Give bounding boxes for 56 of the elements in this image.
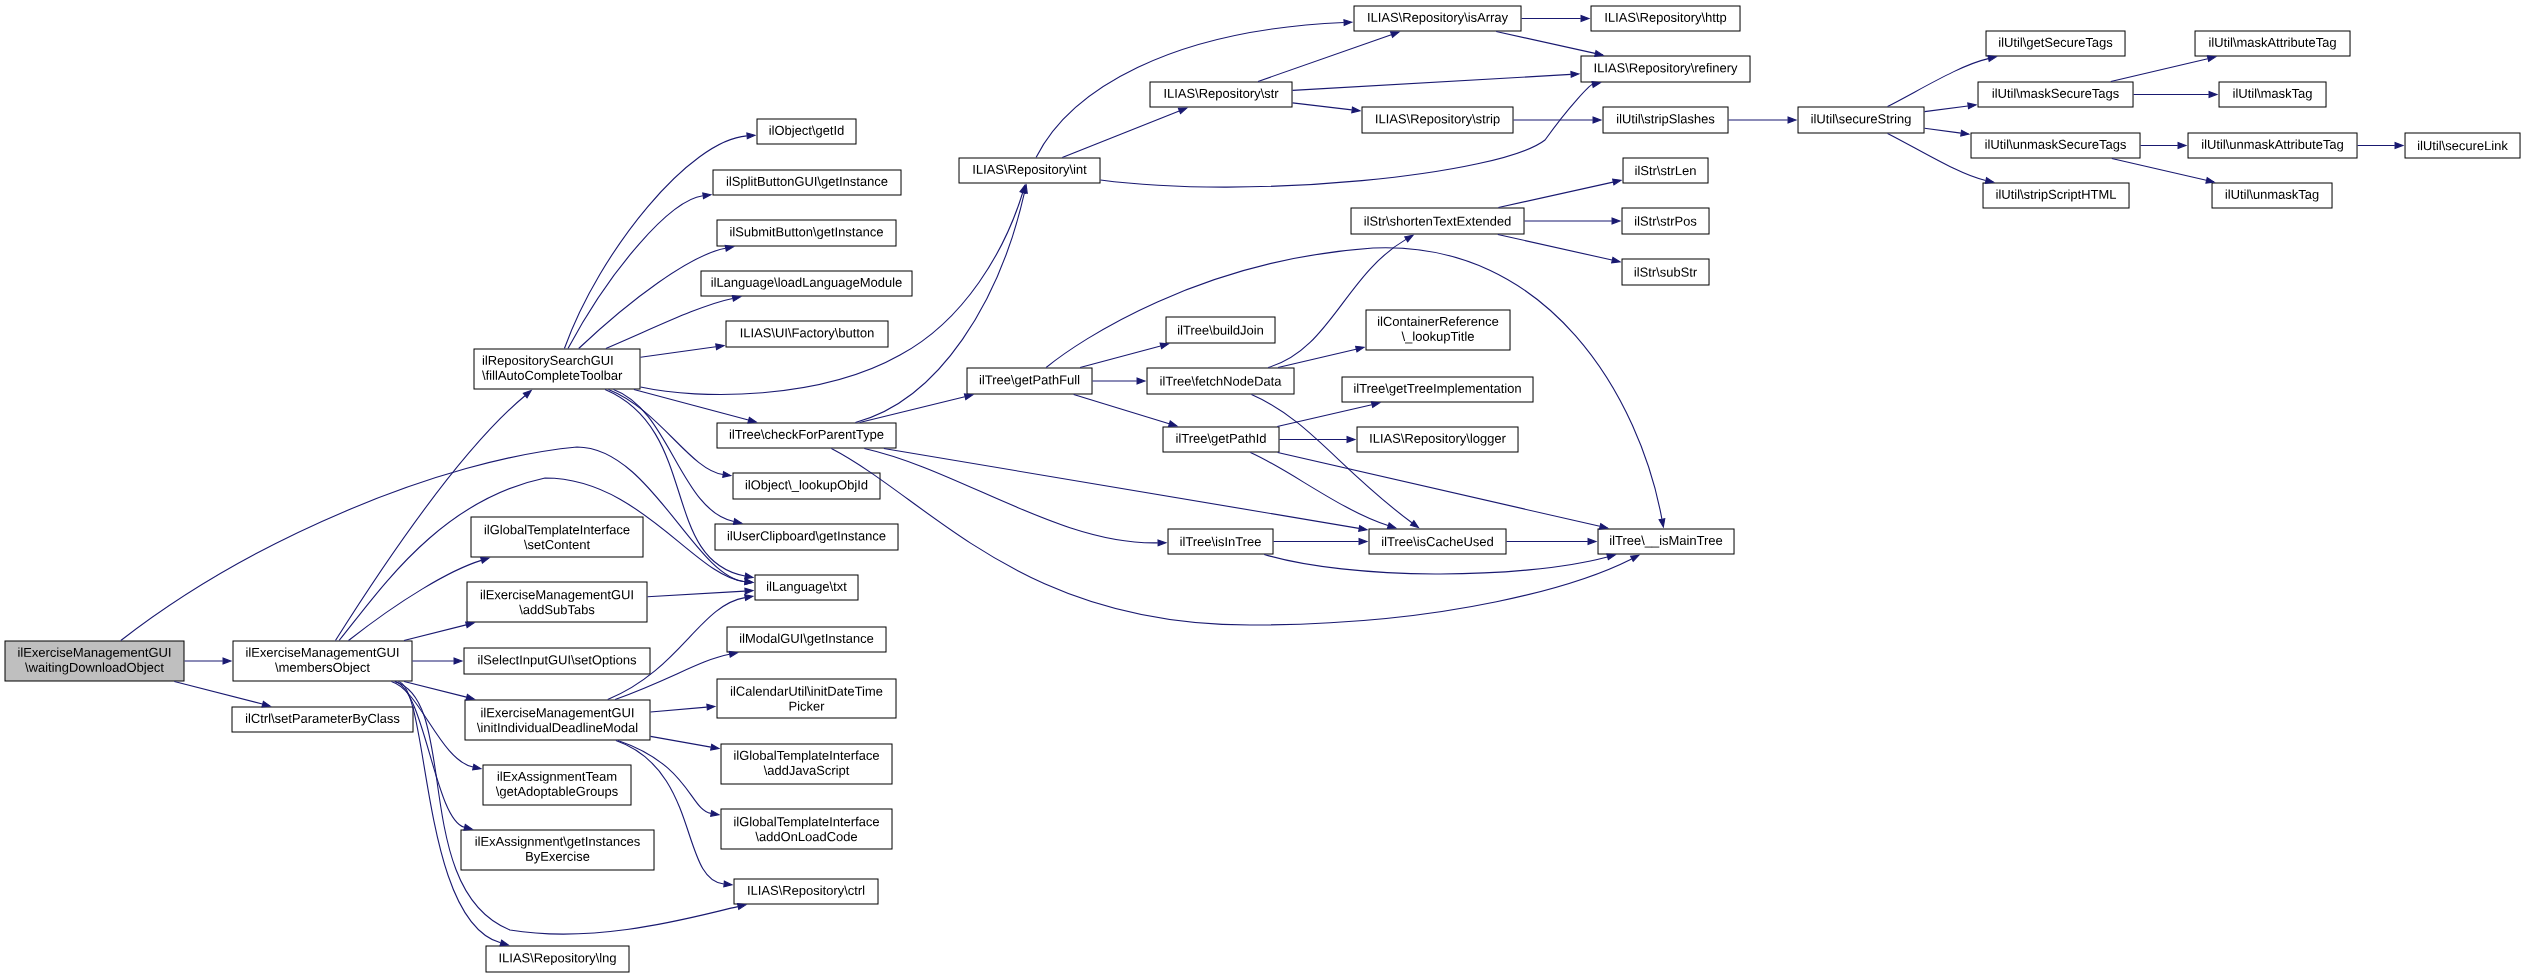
function-box: ilLanguage\txt [754, 574, 859, 601]
function-box: ilTree\checkForParentType [716, 422, 897, 449]
function-box: ilCalendarUtil\initDateTime Picker [716, 678, 897, 719]
function-box: ilTree\getTreeImplementation [1341, 376, 1534, 403]
function-box: ilTree\getPathFull [966, 367, 1093, 395]
function-box: ILIAS\UI\Factory\button [725, 320, 889, 348]
function-box: ilTree\buildJoin [1165, 316, 1276, 344]
function-box: ilUtil\getSecureTags [1985, 30, 2126, 57]
function-box: ILIAS\Repository\isArray [1353, 5, 1522, 32]
function-box: ilUtil\unmaskSecureTags [1970, 132, 2141, 159]
function-box: ilExerciseManagementGUI \waitingDownloadObject [4, 640, 185, 682]
function-box: ilUtil\secureLink [2404, 132, 2521, 159]
function-box: ilContainerReference \_lookupTitle [1365, 309, 1511, 351]
function-box: ilStr\strPos [1621, 207, 1710, 235]
function-box: ilUtil\maskSecureTags [1977, 81, 2134, 108]
function-box: ILIAS\Repository\http [1590, 5, 1741, 32]
function-box: ilTree\isInTree [1167, 528, 1274, 555]
function-box: ilExerciseManagementGUI \addSubTabs [466, 581, 648, 623]
function-box: ilUtil\unmaskTag [2211, 182, 2333, 209]
function-box: ilUtil\unmaskAttributeTag [2187, 132, 2358, 159]
function-box: ilSelectInputGUI\setOptions [463, 647, 651, 675]
function-box: ilTree\isCacheUsed [1368, 528, 1507, 555]
function-box: ilExerciseManagementGUI \initIndividualDeadlineModal [464, 699, 651, 741]
function-box: ilTree\__isMainTree [1597, 528, 1735, 555]
function-box: ilUserClipboard\getInstance [714, 523, 899, 551]
function-box: ilGlobalTemplateInterface \addOnLoadCode [720, 808, 893, 850]
function-box: ILIAS\Repository\strip [1361, 106, 1514, 134]
function-box: ILIAS\Repository\str [1149, 81, 1293, 108]
function-box: ILIAS\Repository\lng [485, 945, 630, 973]
function-box: ilGlobalTemplateInterface \addJavaScript [720, 743, 893, 785]
function-box: ILIAS\Repository\int [958, 157, 1101, 184]
function-box: ilStr\shortenTextExtended [1350, 207, 1525, 235]
function-box: ilStr\subStr [1621, 258, 1710, 286]
function-box: ilSubmitButton\getInstance [716, 219, 897, 247]
function-box: ilUtil\maskTag [2218, 81, 2327, 108]
function-box: ilRepositorySearchGUI \fillAutoCompleteToolbar [473, 348, 641, 390]
function-box: ilSplitButtonGUI\getInstance [712, 169, 902, 196]
function-box: ilModalGUI\getInstance [726, 626, 887, 653]
function-box: ILIAS\Repository\logger [1356, 426, 1519, 453]
function-box: ilExerciseManagementGUI \membersObject [232, 640, 413, 682]
function-box: ilLanguage\loadLanguageModule [700, 270, 913, 297]
function-box: ilUtil\maskAttributeTag [2194, 30, 2351, 57]
function-box: ilUtil\stripSlashes [1602, 106, 1729, 134]
function-box: ilObject\_lookupObjId [732, 472, 881, 500]
function-box: ilCtrl\setParameterByClass [231, 706, 414, 733]
function-box: ilStr\strLen [1622, 157, 1709, 184]
function-box: ilExAssignmentTeam \getAdoptableGroups [482, 764, 632, 806]
function-box: ILIAS\Repository\refinery [1580, 55, 1751, 83]
function-box: ilUtil\stripScriptHTML [1982, 182, 2130, 209]
function-box: ilGlobalTemplateInterface \setContent [470, 516, 644, 558]
function-box: ilUtil\secureString [1797, 106, 1925, 134]
function-box: ilObject\getId [756, 118, 857, 145]
function-box: ilTree\fetchNodeData [1146, 367, 1295, 395]
function-box: ilTree\getPathId [1162, 426, 1280, 453]
function-box: ILIAS\Repository\ctrl [733, 878, 879, 905]
function-box: ilExAssignment\getInstances ByExercise [460, 829, 655, 871]
